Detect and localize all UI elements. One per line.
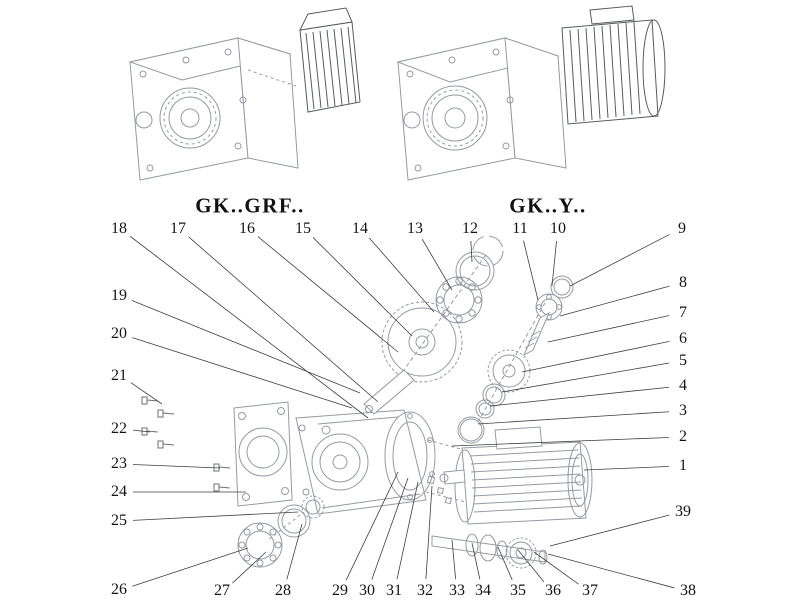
callout-23: 23 [109,455,129,473]
model-label-gky: GK..Y.. [509,193,587,218]
leader-line-13 [421,239,453,291]
leader-line-26 [132,547,249,587]
callout-31: 31 [384,582,404,600]
callout-30: 30 [357,582,377,600]
leader-line-1 [583,466,670,471]
callout-34: 34 [473,582,493,600]
callout-32: 32 [415,582,435,600]
leader-line-38 [547,553,675,589]
leader-line-25 [132,511,299,521]
callout-37: 37 [580,582,600,600]
leader-line-20 [132,337,353,409]
callout-20: 20 [109,325,129,343]
main-gear-and-shaft [363,301,463,415]
callout-8: 8 [677,274,689,292]
leader-lines-group [129,234,675,589]
callout-14: 14 [350,220,370,238]
leader-line-16 [257,236,399,353]
leader-line-2 [451,437,670,447]
output-shaft-assembly [431,533,548,569]
callout-7: 7 [677,304,689,322]
callout-19: 19 [109,287,129,305]
callout-11: 11 [510,220,530,238]
leader-line-11 [523,240,539,301]
callout-4: 4 [677,377,689,395]
callout-6: 6 [677,330,689,348]
leader-line-10 [551,240,557,287]
callout-5: 5 [677,352,689,370]
leader-line-30 [371,477,409,580]
leader-line-23 [132,464,221,469]
model-label-gkgrf: GK..GRF.. [195,193,305,218]
callout-22: 22 [109,420,129,438]
leader-line-7 [547,315,670,343]
leader-line-37 [533,551,579,585]
leader-line-17 [188,236,379,403]
callout-33: 33 [447,582,467,600]
leader-line-35 [497,546,513,581]
callout-18: 18 [109,220,129,238]
exploded-assembly [141,235,593,569]
callout-29: 29 [330,582,350,600]
lower-bearing-group [237,495,325,568]
leader-line-21 [130,382,163,405]
callout-28: 28 [273,582,293,600]
callout-15: 15 [293,220,313,238]
callout-35: 35 [508,582,528,600]
leader-line-4 [489,386,670,407]
bearing-upper [435,235,504,324]
leader-line-14 [369,237,435,313]
leader-line-34 [471,542,481,580]
leader-line-32 [425,485,433,580]
leader-line-8 [559,285,670,317]
callout-13: 13 [405,220,425,238]
leader-line-29 [345,471,399,581]
input-bore [159,87,221,149]
callout-12: 12 [460,220,480,238]
callout-27: 27 [212,582,232,600]
callout-39: 39 [673,503,693,521]
leader-line-3 [477,411,670,425]
axis-line [425,491,467,503]
leader-line-18 [129,235,369,419]
gearbox-gky-drawing [396,5,666,181]
leader-line-5 [501,362,670,393]
input-pinion-train [457,275,574,444]
axis-line [477,302,546,423]
callout-9: 9 [676,220,688,238]
leader-line-27 [232,551,267,584]
finned-cover [299,7,361,113]
leader-line-22 [132,429,151,433]
callout-3: 3 [677,402,689,420]
callout-38: 38 [678,582,698,600]
leader-line-36 [517,549,545,583]
callout-2: 2 [677,428,689,446]
callout-1: 1 [677,457,689,475]
callout-36: 36 [543,582,563,600]
electric-motor [426,426,593,525]
mounting-flange-plate [233,401,293,507]
callout-26: 26 [109,581,129,599]
callout-10: 10 [548,220,568,238]
leader-line-39 [549,514,670,547]
leader-line-28 [286,523,303,580]
callout-17: 17 [168,220,188,238]
input-bore [422,85,488,151]
bolt-set [141,396,231,492]
leader-line-12 [470,240,473,263]
leader-line-33 [451,539,457,580]
motor-drawing [561,5,666,125]
leader-line-9 [569,234,670,287]
callout-16: 16 [237,220,257,238]
gearbox-gkgrf-drawing [128,7,361,181]
callout-25: 25 [109,512,129,530]
leader-line-31 [396,481,419,580]
leader-line-19 [131,300,361,394]
leader-line-15 [312,237,413,337]
leader-line-6 [521,341,670,373]
callout-21: 21 [109,367,129,385]
callout-24: 24 [109,483,129,501]
